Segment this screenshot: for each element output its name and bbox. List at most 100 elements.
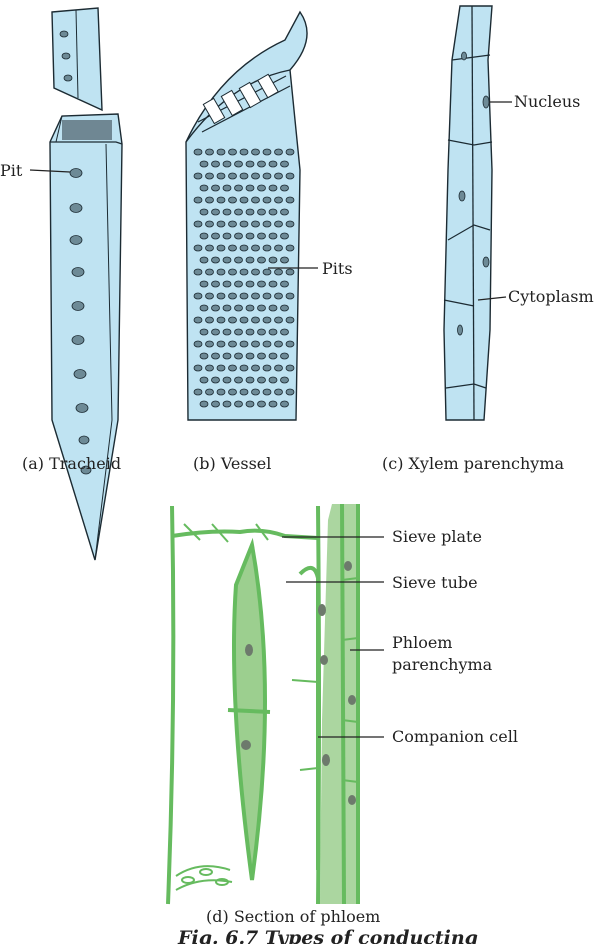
vessel-pit — [286, 173, 294, 179]
vessel-pit — [217, 317, 225, 323]
vessel-pit — [286, 245, 294, 251]
vessel-pit — [206, 365, 214, 371]
vessel-pit — [235, 185, 243, 191]
vessel-pit — [263, 245, 271, 251]
vessel-pit — [258, 281, 266, 287]
vessel-pit — [200, 305, 208, 311]
caption-vessel: (b) Vessel — [193, 454, 271, 473]
vessel-pit — [263, 149, 271, 155]
vessel-pit — [200, 401, 208, 407]
label-phloem-parenchyma-line2: parenchyma — [392, 655, 493, 674]
vessel-pit — [263, 293, 271, 299]
vessel-pit — [235, 209, 243, 215]
vessel-pit — [217, 269, 225, 275]
vessel-pit — [281, 281, 289, 287]
vessel-pit — [235, 281, 243, 287]
vessel-pit — [194, 197, 202, 203]
vessel-pit — [217, 341, 225, 347]
vessel-pit — [258, 329, 266, 335]
vessel-pit — [275, 317, 283, 323]
label-companion-cell: Companion cell — [392, 727, 518, 746]
label-nucleus: Nucleus — [514, 92, 580, 111]
vessel-pit — [200, 281, 208, 287]
vessel-pit — [235, 377, 243, 383]
vessel-pit — [269, 401, 277, 407]
vessel-pit — [240, 173, 248, 179]
vessel-pit — [263, 317, 271, 323]
vessel-pit — [252, 317, 260, 323]
vessel-pit — [286, 197, 294, 203]
vessel-pit — [286, 365, 294, 371]
vessel-pit — [217, 245, 225, 251]
vessel-pit — [194, 245, 202, 251]
vessel-pit — [281, 209, 289, 215]
vessel-pit — [235, 161, 243, 167]
vessel-pit — [246, 353, 254, 359]
tracheid-pit — [70, 169, 82, 178]
vessel-pit — [194, 173, 202, 179]
vessel-pit — [252, 197, 260, 203]
vessel-pit — [269, 185, 277, 191]
label-pit: Pit — [0, 161, 23, 180]
vessel-pit — [206, 317, 214, 323]
vessel-pit — [212, 161, 220, 167]
vessel-pit — [281, 329, 289, 335]
vessel-pit — [269, 305, 277, 311]
vessel-pit — [286, 269, 294, 275]
vessel-pit — [240, 389, 248, 395]
vessel-pit — [194, 221, 202, 227]
vessel-pit — [206, 173, 214, 179]
vessel-pit — [263, 197, 271, 203]
vessel-pit — [281, 161, 289, 167]
vessel-pit — [229, 365, 237, 371]
vessel-pit — [275, 389, 283, 395]
vessel-pit — [206, 293, 214, 299]
vessel-pit — [281, 185, 289, 191]
vessel-pit — [246, 209, 254, 215]
vessel-pit — [223, 185, 231, 191]
vessel-pit — [223, 305, 231, 311]
sieve-tube-wall — [300, 568, 318, 870]
vessel-pit — [275, 197, 283, 203]
vessel-pit — [240, 269, 248, 275]
vessel-pit — [252, 389, 260, 395]
vessel-pit — [281, 233, 289, 239]
vessel-pit — [286, 341, 294, 347]
figure-caption: Fig. 6.7 Types of conducting — [177, 927, 478, 944]
vessel-pit — [269, 353, 277, 359]
vessel-pit — [223, 209, 231, 215]
vessel-pit — [263, 389, 271, 395]
label-phloem-parenchyma-line1: Phloem — [392, 633, 452, 652]
vessel-pit — [252, 221, 260, 227]
vessel-pit — [235, 305, 243, 311]
vessel-pit — [229, 173, 237, 179]
vessel-pit — [240, 341, 248, 347]
vessel-pit — [229, 389, 237, 395]
vessel-pit — [229, 341, 237, 347]
vessel-pit — [246, 281, 254, 287]
tracheid-diagram: Pit — [0, 8, 122, 560]
xylem-parenchyma-strip — [444, 6, 492, 420]
vessel-pit — [269, 161, 277, 167]
vessel-pit — [212, 377, 220, 383]
vessel-pit — [258, 209, 266, 215]
vessel-pit — [229, 245, 237, 251]
vessel-pit — [246, 185, 254, 191]
vessel-pit — [252, 365, 260, 371]
vessel-pit — [246, 305, 254, 311]
vessel-pit — [229, 221, 237, 227]
vessel-pit — [246, 377, 254, 383]
nucleus — [483, 96, 489, 108]
vessel-pit — [223, 281, 231, 287]
caption-tracheid: (a) Tracheid — [22, 454, 121, 473]
vessel-pit — [217, 197, 225, 203]
vessel-pit — [269, 257, 277, 263]
vessel-pit — [263, 269, 271, 275]
vessel-pit — [217, 389, 225, 395]
vessel-pit — [223, 353, 231, 359]
vessel-pit — [275, 221, 283, 227]
caption-phloem-section: (d) Section of phloem — [206, 907, 380, 926]
vessel-pit — [212, 401, 220, 407]
vessel-pit — [200, 233, 208, 239]
